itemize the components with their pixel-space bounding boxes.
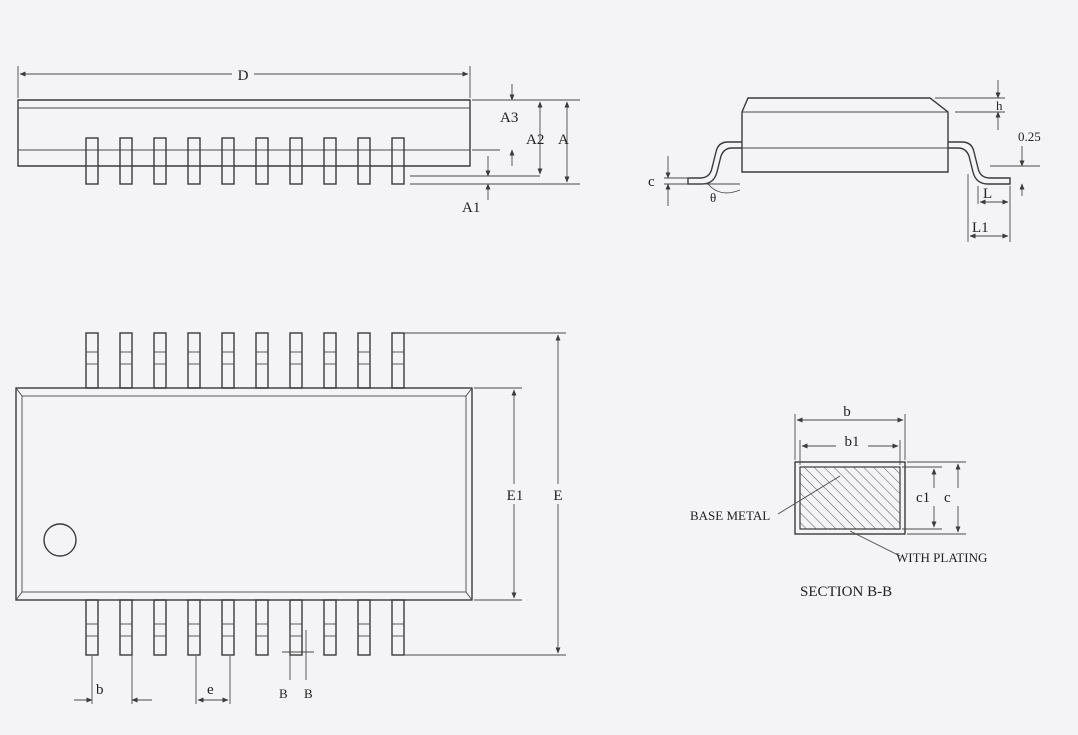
sec-dim-c1-label: c1 xyxy=(916,490,930,506)
dim-a2-label: A2 xyxy=(526,132,544,148)
dim-theta-label: θ xyxy=(710,190,716,205)
top-view-body-inner xyxy=(21,395,467,593)
section-title: SECTION B-B xyxy=(800,584,892,600)
end-view: h 0.25 c θ L L1 xyxy=(648,80,1041,242)
end-view-body xyxy=(741,97,949,173)
dim-l-label: L xyxy=(983,186,992,202)
side-lead xyxy=(119,137,133,185)
top-lead-upper xyxy=(187,332,201,389)
top-lead-lower xyxy=(85,599,99,656)
top-view-upper-leads xyxy=(85,332,405,389)
top-lead-upper xyxy=(119,332,133,389)
dim-l1-label: L1 xyxy=(972,220,989,236)
top-view-lower-leads xyxy=(85,599,405,656)
dim-e-label: E xyxy=(553,488,562,504)
top-lead-lower xyxy=(391,599,405,656)
base-metal-label: BASE METAL xyxy=(690,508,770,523)
top-lead-upper xyxy=(323,332,337,389)
top-lead-lower xyxy=(153,599,167,656)
top-lead-upper xyxy=(255,332,269,389)
top-lead-lower xyxy=(255,599,269,656)
base-metal-leader xyxy=(777,475,841,515)
dim-gauge-label: 0.25 xyxy=(1018,129,1041,144)
side-lead xyxy=(323,137,337,185)
theta-arc xyxy=(707,183,741,194)
sec-dim-b-label: b xyxy=(843,404,851,420)
top-view-body xyxy=(15,387,473,601)
section-mark-left: B xyxy=(279,686,288,701)
side-lead xyxy=(357,137,371,185)
plating-leader xyxy=(849,530,901,557)
pin-one-marker-icon xyxy=(43,523,77,557)
section-plated-outline xyxy=(794,461,906,535)
dim-a-label: A xyxy=(558,132,569,148)
top-lead-lower xyxy=(221,599,235,656)
side-lead xyxy=(255,137,269,185)
sec-dim-b1-label: b1 xyxy=(845,434,860,450)
end-view-right-lead xyxy=(948,141,1011,185)
dim-h-label: h xyxy=(996,98,1003,113)
top-lead-lower xyxy=(187,599,201,656)
section-view: b b1 c1 c BASE METAL WITH PLATING SECTIO… xyxy=(690,404,987,600)
top-lead-upper xyxy=(357,332,371,389)
side-lead xyxy=(289,137,303,185)
end-view-left-lead xyxy=(687,141,742,185)
top-lead-upper xyxy=(221,332,235,389)
side-lead xyxy=(391,137,405,185)
side-lead xyxy=(187,137,201,185)
top-lead-upper xyxy=(85,332,99,389)
side-lead xyxy=(221,137,235,185)
top-lead-upper xyxy=(391,332,405,389)
dim-c-label: c xyxy=(648,174,655,190)
section-base-metal xyxy=(799,466,901,530)
dim-pitch-label: e xyxy=(207,682,214,698)
top-lead-lower xyxy=(289,599,303,656)
top-lead-upper xyxy=(289,332,303,389)
dim-e1-label: E1 xyxy=(507,488,524,504)
section-mark-right: B xyxy=(304,686,313,701)
side-lead xyxy=(85,137,99,185)
side-view-leads xyxy=(85,137,405,185)
side-view: D A3 A2 A A1 xyxy=(17,64,580,216)
with-plating-label: WITH PLATING xyxy=(896,550,987,565)
dim-a1-label: A1 xyxy=(462,200,480,216)
dim-a3-label: A3 xyxy=(500,110,518,126)
top-view: E1 E b e B B xyxy=(15,332,570,704)
top-lead-upper xyxy=(153,332,167,389)
top-lead-lower xyxy=(323,599,337,656)
side-view-body xyxy=(17,99,471,167)
sec-dim-c-label: c xyxy=(944,490,951,506)
top-lead-lower xyxy=(119,599,133,656)
top-lead-lower xyxy=(357,599,371,656)
dim-d-label: D xyxy=(238,68,249,84)
dim-b-label: b xyxy=(96,682,104,698)
side-lead xyxy=(153,137,167,185)
